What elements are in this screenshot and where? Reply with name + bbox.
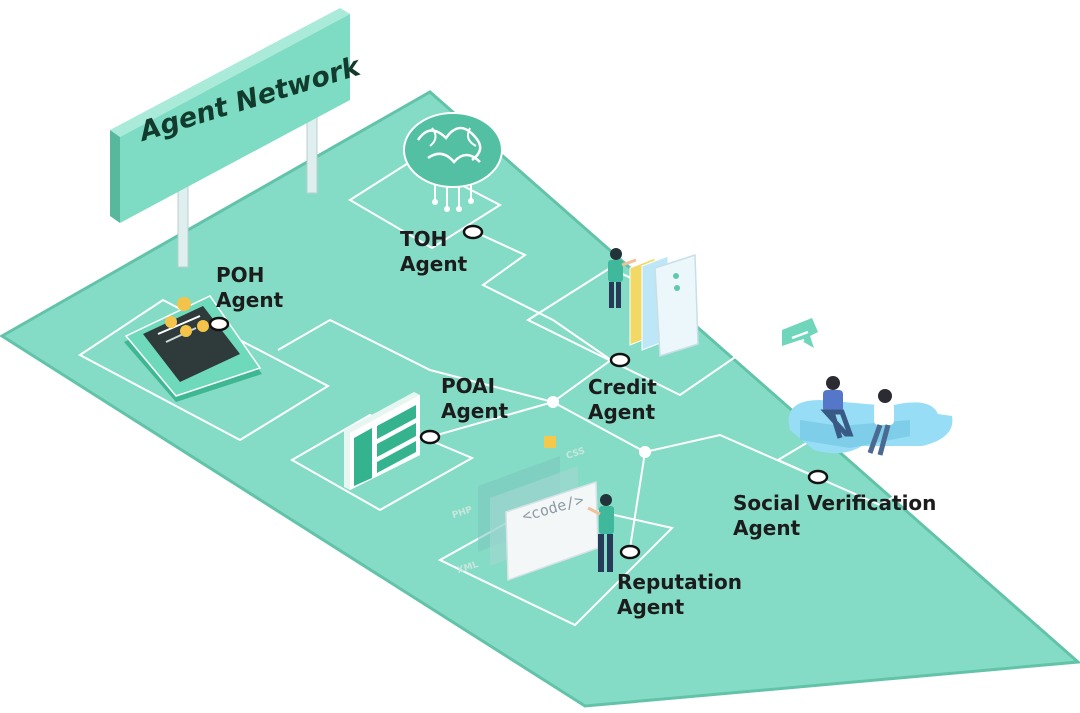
junction-dot — [639, 446, 651, 458]
poh-plate — [78, 298, 331, 442]
cards-person-icon — [608, 248, 699, 358]
junction-dot — [547, 396, 559, 408]
credit-plate — [525, 266, 762, 397]
dashboard-panel-icon — [344, 392, 420, 490]
social-node — [807, 469, 829, 485]
code-window-icon — [478, 436, 614, 582]
brain-circuit-icon — [403, 112, 503, 212]
reputation-node — [619, 544, 641, 560]
toh-node — [462, 224, 484, 240]
toh-plate — [348, 158, 503, 250]
people-chat-icon — [782, 318, 953, 456]
poai-node — [419, 429, 441, 445]
signboard — [110, 8, 350, 268]
agent-nodes — [208, 224, 829, 560]
poh-node — [208, 316, 230, 332]
credit-node — [609, 352, 631, 368]
